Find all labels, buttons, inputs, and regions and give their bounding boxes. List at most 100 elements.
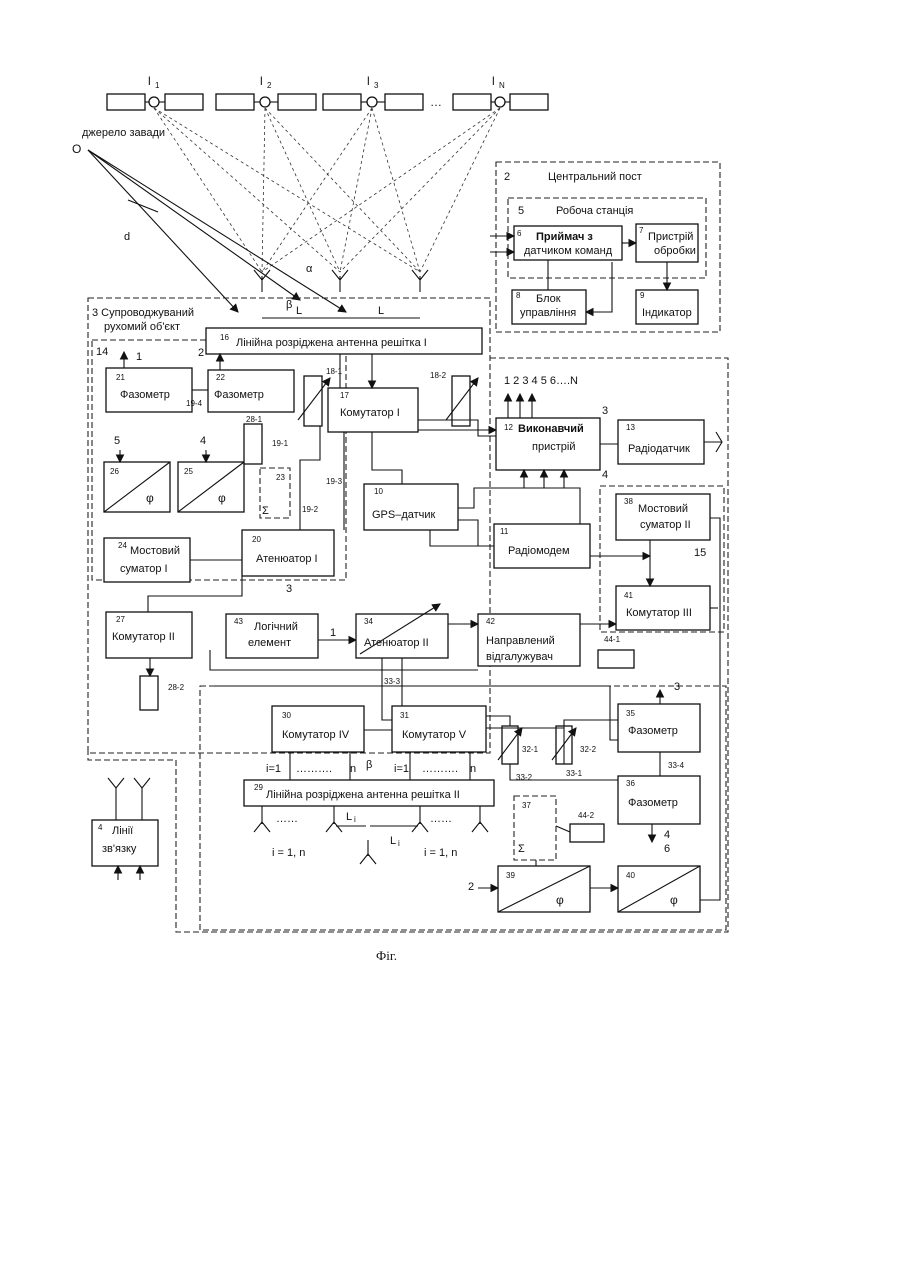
- svg-text:11: 11: [500, 527, 509, 536]
- figure-caption: Фіг.: [376, 948, 397, 963]
- svg-text:32-1: 32-1: [522, 745, 539, 754]
- mark-19-1: 19-1: [272, 439, 289, 448]
- in-4-actuator: 4: [602, 469, 608, 481]
- svg-text:Радіодатчик: Радіодатчик: [628, 443, 690, 455]
- line-l1-sub: 1: [155, 81, 160, 90]
- mark-33-4: 33-4: [668, 761, 685, 770]
- out-3-phasemeter: 3: [674, 681, 680, 693]
- svg-text:Фазометр: Фазометр: [628, 725, 678, 737]
- svg-text:37: 37: [522, 801, 531, 810]
- signal-rays: [154, 108, 500, 272]
- svg-text:21: 21: [116, 373, 125, 382]
- svg-text:22: 22: [216, 373, 225, 382]
- out-1-a: 1: [136, 351, 142, 363]
- block-40-phase: 40 φ: [618, 866, 700, 912]
- svg-text:φ: φ: [670, 893, 678, 907]
- mark-33-3: 33-3: [384, 677, 401, 686]
- out-2-a: 2: [198, 347, 204, 359]
- workstation-title: Робоча станція: [556, 205, 633, 217]
- svg-text:27: 27: [116, 615, 125, 624]
- block-35-phasemeter: 35 Фазометр: [618, 704, 700, 752]
- sw5-i1: i=1: [394, 763, 409, 775]
- array-spacing-L-1: L: [296, 305, 302, 317]
- mark-3: 3: [286, 583, 292, 595]
- angle-beta-bottom: β: [366, 759, 372, 771]
- svg-text:Фазометр: Фазометр: [214, 389, 264, 401]
- svg-text:6: 6: [517, 229, 522, 238]
- in-5: 5: [114, 435, 120, 447]
- svg-text:Комутатор V: Комутатор V: [402, 729, 467, 741]
- mark-33-1: 33-1: [566, 769, 583, 778]
- svg-text:41: 41: [624, 591, 633, 600]
- svg-text:18-2: 18-2: [430, 371, 447, 380]
- workstation-num: 5: [518, 205, 524, 217]
- point-o-label: O: [72, 142, 81, 156]
- in-3-actuator: 3: [602, 405, 608, 417]
- svg-text:суматор I: суматор I: [120, 563, 168, 575]
- svg-text:38: 38: [624, 497, 633, 506]
- block-28-1: 28-1: [244, 415, 263, 464]
- line-l3: l 3: [323, 74, 423, 110]
- out-4-phasemeter: 4: [664, 829, 670, 841]
- svg-text:елемент: елемент: [248, 637, 291, 649]
- svg-text:Виконавчий: Виконавчий: [518, 423, 584, 435]
- block-12-actuator: 12 Виконавчий пристрій: [496, 418, 600, 470]
- svg-text:Радіомодем: Радіомодем: [508, 545, 570, 557]
- outputs-list: 1 2 3 4 5 6….N: [504, 375, 578, 387]
- block-30-switch-4: 30 Комутатор IV: [272, 706, 364, 752]
- svg-text:40: 40: [626, 871, 635, 880]
- svg-text:φ: φ: [556, 893, 564, 907]
- svg-text:28-1: 28-1: [246, 415, 263, 424]
- jammer-label: джерело завади: [82, 127, 165, 139]
- phase-shifter-32-2: 32-2: [552, 726, 597, 764]
- block-6-receiver: 6 Приймач з датчиком команд: [514, 226, 622, 260]
- svg-text:Приймач з: Приймач з: [536, 231, 593, 243]
- svg-text:29: 29: [254, 783, 263, 792]
- svg-text:Направлений: Направлений: [486, 635, 555, 647]
- block-11-radiomodem: 11 Радіомодем: [494, 524, 590, 568]
- svg-text:16: 16: [220, 333, 229, 342]
- svg-text:44-1: 44-1: [604, 635, 621, 644]
- group-14-num: 14: [96, 346, 108, 358]
- line-lN-label: l: [492, 74, 495, 88]
- svg-text:32-2: 32-2: [580, 745, 597, 754]
- block-34-attenuator-2: 34 Атенюатор II: [356, 604, 448, 658]
- svg-text:Лінійна розріджена антенна реш: Лінійна розріджена антенна решітка II: [266, 789, 460, 801]
- svg-text:датчиком команд: датчиком команд: [524, 245, 613, 257]
- sw4-dots: ……….: [296, 763, 332, 775]
- mark-33-2: 33-2: [516, 773, 533, 782]
- svg-text:Логічний: Логічний: [254, 621, 298, 633]
- block-28-2: 28-2: [140, 676, 185, 710]
- svg-text:Σ: Σ: [262, 505, 269, 517]
- block-41-switch-3: 41 Комутатор III: [616, 586, 710, 630]
- svg-text:пристрій: пристрій: [532, 441, 575, 453]
- svg-text:управління: управління: [520, 307, 576, 319]
- i-range-1: i = 1, n: [272, 847, 305, 859]
- svg-text:26: 26: [110, 467, 119, 476]
- svg-text:зв'язку: зв'язку: [102, 843, 137, 855]
- svg-text:Комутатор IV: Комутатор IV: [282, 729, 350, 741]
- svg-text:43: 43: [234, 617, 243, 626]
- svg-text:Атенюатор II: Атенюатор II: [364, 637, 429, 649]
- svg-text:Блок: Блок: [536, 293, 561, 305]
- lines-ellipsis: …: [430, 95, 442, 109]
- block-21-phasemeter: 21 Фазометр: [106, 368, 192, 412]
- distance-d-label: d: [124, 231, 130, 243]
- svg-text:Лінії: Лінії: [112, 825, 133, 837]
- line-l3-sub: 3: [374, 81, 379, 90]
- block-29-antenna-array-2: 29 Лінійна розріджена антенна решітка II: [244, 780, 494, 806]
- block-17-switch-1: 17 Комутатор I: [328, 388, 418, 432]
- svg-text:суматор II: суматор II: [640, 519, 691, 531]
- block-26-phase: 26 φ: [104, 462, 170, 512]
- svg-text:36: 36: [626, 779, 635, 788]
- angle-alpha: α: [306, 263, 313, 275]
- svg-text:Атенюатор I: Атенюатор I: [256, 553, 318, 565]
- central-post-title: Центральний пост: [548, 171, 642, 183]
- svg-text:Фазометр: Фазометр: [120, 389, 170, 401]
- line-lN-sub: N: [499, 81, 505, 90]
- block-31-switch-5: 31 Комутатор V: [392, 706, 486, 752]
- antenna-array-bottom: L i L i …… …… i = 1, n i = 1, n: [254, 806, 488, 864]
- block-39-phase: 39 φ: [498, 866, 590, 912]
- power-lines: l 1 l 2 l 3 … l N: [107, 74, 548, 110]
- array-spacing-L-2: L: [378, 305, 384, 317]
